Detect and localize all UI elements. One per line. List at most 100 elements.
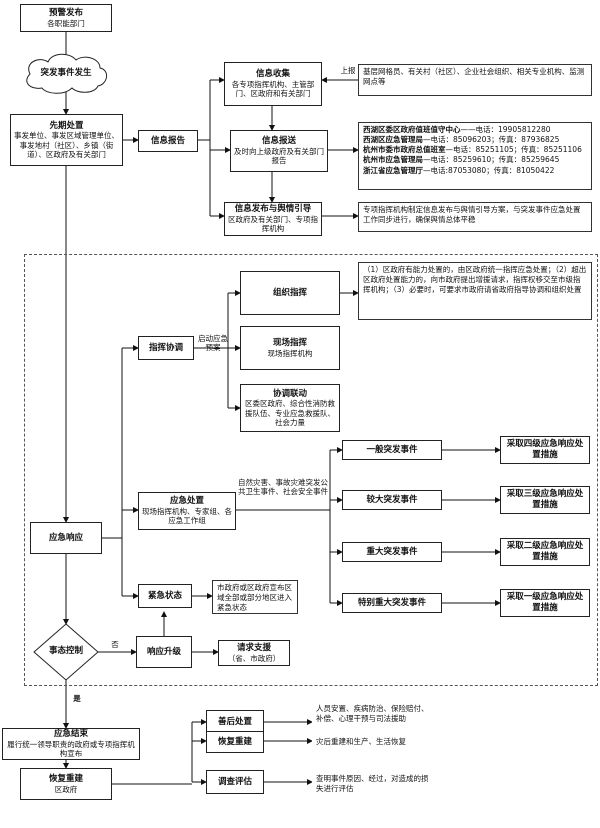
response-title: 应急响应 <box>48 532 83 543</box>
dispose-sub: 现场指挥机构、专家组、各应急工作组 <box>142 506 232 526</box>
org-note: （1）区政府有能力处置的，由区政府统一指挥应急处置；（2）超出区政府处置能力的，… <box>358 262 592 320</box>
upreport-label: 上报 <box>340 66 356 75</box>
first-sub: 事发单位、事发区域管理单位、事发地村（社区）、乡镇（街道）、区政府及有关部门 <box>14 131 119 159</box>
contact-row: 西湖区委区政府值班值守中心——电话：19905812280 <box>363 125 587 135</box>
command-node: 指挥协调 <box>138 336 194 360</box>
urgent-title: 紧急状态 <box>147 590 182 601</box>
end-sub: 履行统一领导职责的政府或专项指挥机构宣布 <box>7 739 135 759</box>
site-node: 现场指挥 现场指挥机构 <box>240 326 340 370</box>
site-sub: 现场指挥机构 <box>267 348 313 358</box>
sources-note: 基层网格员、有关村（社区）、企业社会组织、相关专业机构、监测网点等 <box>358 64 592 96</box>
org-node: 组织指挥 <box>240 271 340 315</box>
event-level-1-title: 特别重大突发事件 <box>357 597 426 608</box>
contact-row: 杭州市应急管理局—电话：85259610；传真：85259645 <box>363 155 587 165</box>
publish-title: 信息发布与舆情引导 <box>234 204 312 215</box>
warn-title: 预警发布 <box>48 8 83 18</box>
urgent-node: 紧急状态 <box>138 584 192 608</box>
assess-node: 调查评估 <box>206 770 264 794</box>
response-level-1: 采取一级应急响应处置措施 <box>500 589 590 617</box>
response-node: 应急响应 <box>30 522 102 554</box>
support-sub: （省、市政府） <box>227 653 281 663</box>
contact-name: 浙江省应急管理厅 <box>363 165 423 175</box>
dispose-title: 应急处置 <box>169 496 204 507</box>
contact-name: 杭州市应急管理局 <box>363 155 423 165</box>
contact-name: 杭州市委市政府总值班室 <box>363 145 446 155</box>
first-node: 先期处置 事发单位、事发区域管理单位、事发地村（社区）、乡镇（街道）、区政府及有… <box>10 114 123 166</box>
recover-sub: 区政府 <box>54 784 78 794</box>
control-label: 事态控制 <box>38 646 94 657</box>
contact-info: —电话：85259610；传真：85259645 <box>423 155 560 165</box>
end-title: 应急结束 <box>53 729 88 740</box>
link-sub: 区委区政府、综合性消防救援队伍、专业应急救援队、社会力量 <box>245 399 335 427</box>
event-level-3: 较大突发事件 <box>342 490 442 510</box>
contact-row: 浙江省应急管理厅—电话:87053080；传真：81050422 <box>363 166 587 176</box>
rebuild-title: 恢复重建 <box>217 736 252 747</box>
response-level-1-title: 采取一级应急响应处置措施 <box>506 592 584 613</box>
collect-sub: 各专项指挥机构、主管部门、区政府和有关部门 <box>231 79 315 99</box>
response-level-4-title: 采取四级应急响应处置措施 <box>506 439 584 460</box>
response-level-2: 采取二级应急响应处置措施 <box>500 538 590 566</box>
contact-info: —电话：85251105；传真：85251106 <box>445 145 582 155</box>
response-level-3: 采取三级应急响应处置措施 <box>500 486 590 514</box>
upgrade-title: 响应升级 <box>146 646 181 657</box>
aftercare-note: 人员安置、疾病防治、保险赔付、补偿、心理干预与司法援助 <box>312 702 436 740</box>
event-level-2: 重大突发事件 <box>342 542 442 562</box>
aftercare-title: 善后处置 <box>217 716 252 727</box>
contacts-note: 西湖区委区政府值班值守中心——电话：19905812280 西湖区应急管理局—电… <box>358 122 592 190</box>
event-level-1: 特别重大突发事件 <box>342 593 442 613</box>
urgent-note: 市政府或区政府宣布区域全部或部分地区进入紧急状态 <box>212 580 298 614</box>
dispose-node: 应急处置 现场指挥机构、专家组、各应急工作组 <box>138 492 236 530</box>
end-node: 应急结束 履行统一领导职责的政府或专项指挥机构宣布 <box>2 728 140 760</box>
send-title: 信息报送 <box>261 136 296 147</box>
link-node: 协调联动 区委区政府、综合性消防救援队伍、专业应急救援队、社会力量 <box>240 384 340 432</box>
link-title: 协调联动 <box>272 388 307 399</box>
org-title: 组织指挥 <box>272 287 307 298</box>
event-label: 突发事件发生 <box>30 68 102 79</box>
contact-info: —电话：85096203；传真：87936825 <box>423 135 560 145</box>
contact-info: —电话:87053080；传真：81050422 <box>423 165 555 175</box>
control-title: 事态控制 <box>48 646 83 656</box>
report-title: 信息报告 <box>150 135 185 146</box>
response-level-2-title: 采取二级应急响应处置措施 <box>506 541 584 562</box>
assess-title: 调查评估 <box>217 776 252 787</box>
support-node: 请求支援 （省、市政府） <box>218 640 290 666</box>
contact-row: 西湖区应急管理局—电话：85096203；传真：87936825 <box>363 135 587 145</box>
event-level-4-title: 一般突发事件 <box>366 444 418 455</box>
contact-row: 杭州市委市政府总值班室—电话：85251105；传真：85251106 <box>363 145 587 155</box>
response-phase-region <box>24 254 598 686</box>
command-title: 指挥协调 <box>148 342 183 353</box>
event-cloud-shape <box>26 53 107 94</box>
event-level-4: 一般突发事件 <box>342 440 442 460</box>
assess-note: 查明事件原因、经过，对造成的损失进行评估 <box>312 772 436 798</box>
warn-sub: 各职能部门 <box>47 18 85 28</box>
start-label: 启动应急预案 <box>198 334 228 353</box>
first-title: 先期处置 <box>49 120 84 131</box>
support-title: 请求支援 <box>236 643 271 653</box>
response-level-4: 采取四级应急响应处置措施 <box>500 436 590 464</box>
collect-title: 信息收集 <box>255 69 290 80</box>
rebuild-box: 恢复重建 <box>206 731 264 753</box>
events-note: 自然灾害、事故灾难突发公共卫生事件、社会安全事件 <box>238 478 328 497</box>
event-title: 突发事件发生 <box>40 68 92 78</box>
yes-label: 是 <box>73 694 81 703</box>
contact-name: 西湖区应急管理局 <box>363 135 423 145</box>
send-sub: 及时向上级政府及有关部门报告 <box>234 146 324 166</box>
publish-sub: 区政府及有关部门、专项指挥机构 <box>228 214 318 234</box>
event-level-2-title: 重大突发事件 <box>366 546 418 557</box>
site-title: 现场指挥 <box>272 338 307 348</box>
rebuild-note: 灾后重建和生产、生活恢复 <box>312 735 462 749</box>
warn-node: 预警发布 各职能部门 <box>20 4 112 32</box>
recover-title: 恢复重建 <box>48 774 83 784</box>
control-diamond-shape <box>33 623 99 681</box>
send-node: 信息报送 及时向上级政府及有关部门报告 <box>230 130 328 172</box>
recover-node: 恢复重建 区政府 <box>20 768 112 800</box>
report-node: 信息报告 <box>138 130 198 152</box>
publish-node: 信息发布与舆情引导 区政府及有关部门、专项指挥机构 <box>224 202 322 236</box>
contact-name: 西湖区委区政府值班值守中心 <box>363 125 461 134</box>
collect-node: 信息收集 各专项指挥机构、主管部门、区政府和有关部门 <box>224 62 322 106</box>
event-level-3-title: 较大突发事件 <box>366 494 418 505</box>
publish-note: 专项指挥机构制定信息发布与舆情引导方案，与突发事件应急处置工作同步进行，确保舆情… <box>358 202 592 232</box>
contact-info: ——电话：19905812280 <box>460 125 551 134</box>
upgrade-node: 响应升级 <box>136 636 192 668</box>
